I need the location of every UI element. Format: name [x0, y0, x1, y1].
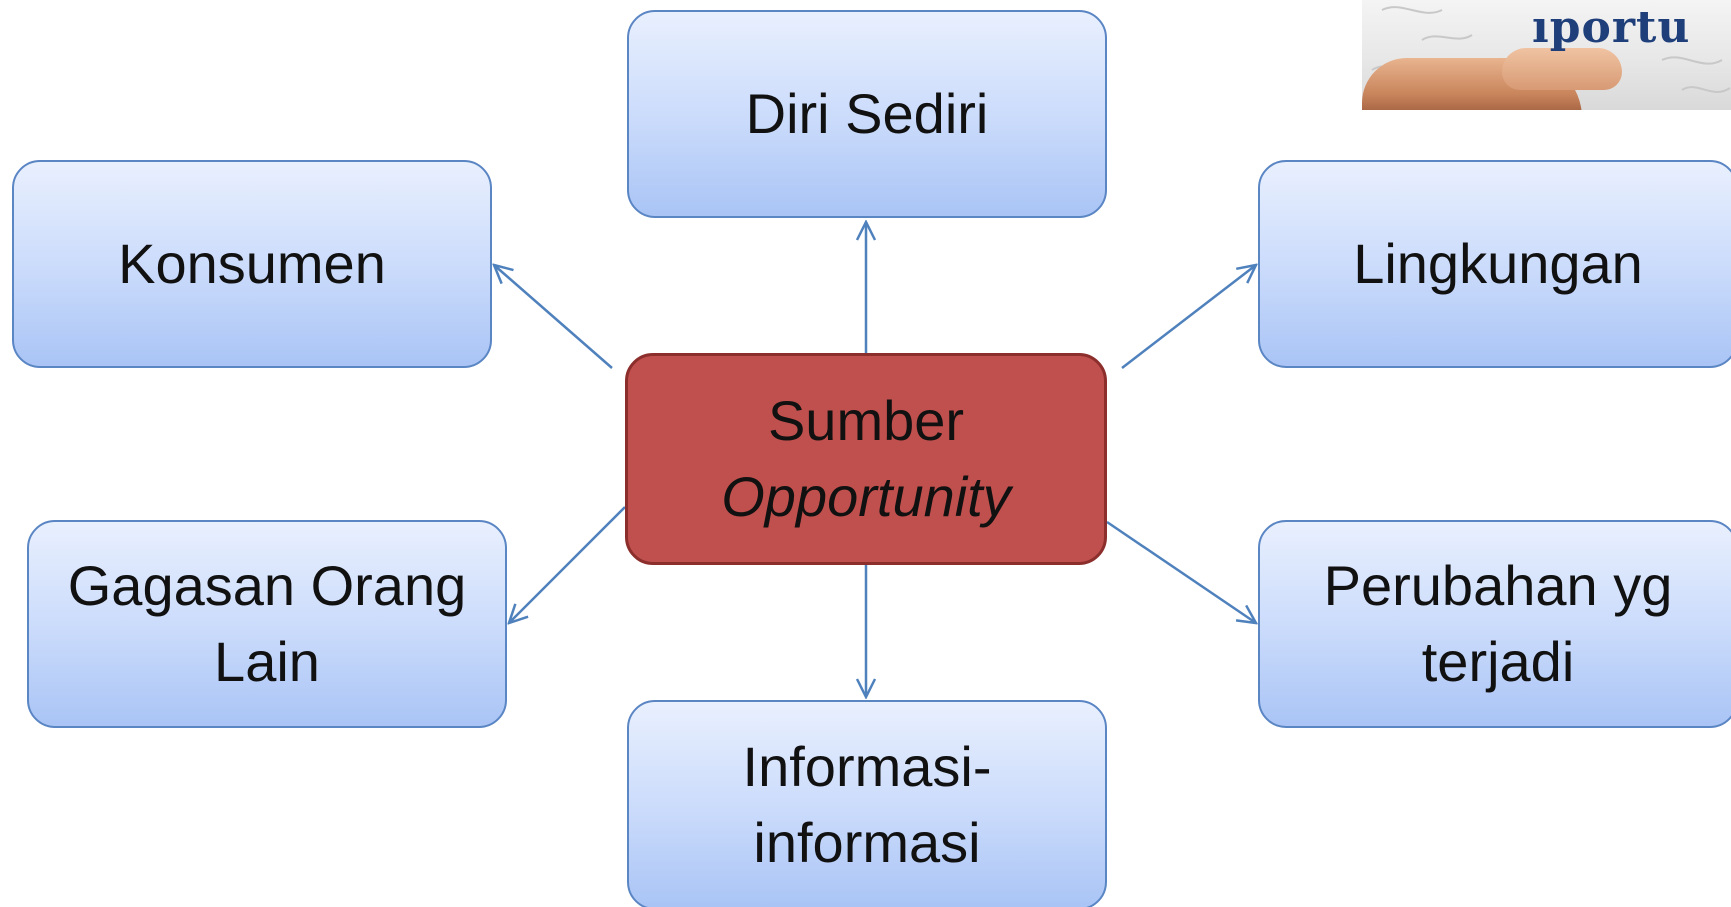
center-node-sumber-opportunity: Sumber Opportunity [625, 353, 1107, 565]
node-lingkungan: Lingkungan [1258, 160, 1731, 368]
node-label-line2: terjadi [1421, 630, 1575, 693]
center-label-line2: Opportunity [721, 465, 1011, 528]
arrow-to-right-lower [1106, 520, 1256, 623]
node-label-line2: informasi [753, 811, 981, 874]
node-informasi: Informasi- informasi [627, 700, 1107, 907]
node-gagasan-orang-lain: Gagasan Orang Lain [27, 520, 507, 728]
arrow-to-right-upper [1121, 265, 1256, 369]
node-perubahan-yg-terjadi: Perubahan yg terjadi [1258, 520, 1731, 728]
arrow-to-left-upper [494, 265, 613, 369]
center-label-line1: Sumber [767, 389, 965, 453]
node-label-line1: Perubahan yg [1323, 554, 1673, 618]
puzzle-hand-image: ıportu [1362, 0, 1731, 110]
node-label: Lingkungan [1353, 232, 1643, 296]
arrow-to-left-lower [509, 506, 626, 623]
node-konsumen: Konsumen [12, 160, 492, 368]
node-label: Konsumen [118, 232, 386, 296]
hand-finger-shape [1502, 48, 1622, 90]
node-label-line1: Informasi- [742, 735, 992, 799]
node-diri-sediri: Diri Sediri [627, 10, 1107, 218]
corner-image-word: ıportu [1532, 2, 1691, 53]
node-label: Diri Sediri [745, 82, 989, 146]
node-label-line2: Lain [214, 630, 320, 693]
node-label-line1: Gagasan Orang [67, 554, 467, 618]
